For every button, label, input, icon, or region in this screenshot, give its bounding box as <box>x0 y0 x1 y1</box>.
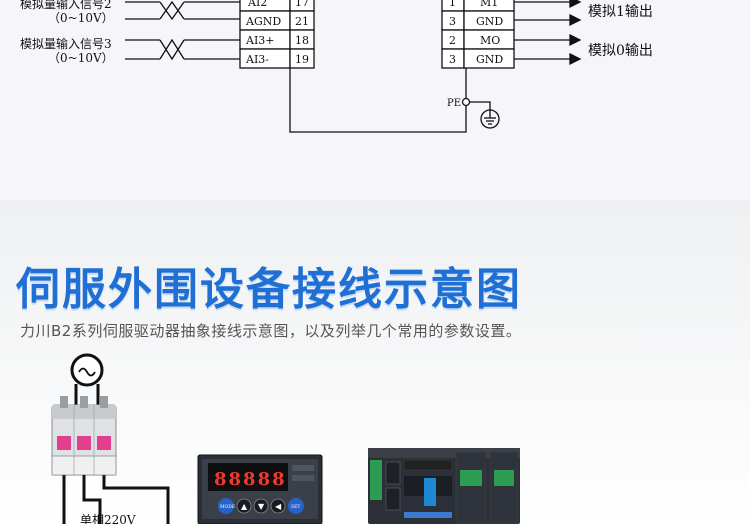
set-button[interactable] <box>288 498 304 514</box>
wiring-diagram: 模拟量输入信号2 （0~10V） 模拟量输入信号3 （0~10V） <box>0 0 750 200</box>
analog-output-0-label: 模拟0输出 <box>588 43 653 59</box>
down-button[interactable] <box>253 498 269 514</box>
breaker-wires <box>62 475 170 524</box>
right-terminal-num: 3 <box>449 53 456 66</box>
pe-terminal <box>461 97 471 107</box>
single-phase-label: 单相220V <box>80 513 136 524</box>
left-terminal-name: AGND <box>245 15 281 28</box>
left-terminal-block <box>239 0 315 69</box>
right-terminal-name: M1 <box>480 0 498 9</box>
circuit-breaker-icon <box>51 396 117 476</box>
right-terminal-name: MO <box>480 34 500 47</box>
ground-icon <box>480 109 500 129</box>
up-button[interactable] <box>236 498 252 514</box>
left-terminal-name: AI3- <box>245 53 269 66</box>
left-button-label: ◀ <box>275 502 282 511</box>
set-button-label: SET <box>291 504 300 510</box>
output-arrows <box>514 0 582 66</box>
up-button-label: ▲ <box>241 502 248 511</box>
mode-button[interactable] <box>218 498 234 514</box>
analog-output-1-label: 模拟1输出 <box>588 4 653 20</box>
down-button-label: ▼ <box>258 502 265 511</box>
left-terminal-name: AI2 <box>247 0 267 9</box>
right-terminal-name: GND <box>476 53 503 66</box>
left-terminal-num: 19 <box>295 53 309 66</box>
input-signal-2-label: 模拟量输入信号2 <box>20 0 112 11</box>
section-subtitle: 力川B2系列伺服驱动器抽象接线示意图，以及列举几个常用的参数设置。 <box>20 322 522 340</box>
left-terminal-name: AI3+ <box>245 34 275 47</box>
plc-unit <box>368 448 520 524</box>
left-button[interactable] <box>270 498 286 514</box>
twisted-pair-2 <box>125 0 240 21</box>
input-signal-2-range: （0~10V） <box>48 11 114 25</box>
right-terminal-num: 1 <box>449 0 456 9</box>
right-terminal-num: 2 <box>449 34 456 47</box>
controller-display: 88888 <box>214 469 287 490</box>
input-signal-3-range: （0~10V） <box>48 51 114 65</box>
pe-label: PE <box>447 98 461 109</box>
input-signal-3-label: 模拟量输入信号3 <box>20 36 112 51</box>
left-terminal-num: 21 <box>295 15 309 28</box>
wiring-diagram-svg: 模拟量输入信号2 （0~10V） 模拟量输入信号3 （0~10V） <box>20 0 653 133</box>
left-terminal-num: 17 <box>295 0 309 9</box>
right-terminal-block <box>441 0 515 69</box>
left-terminal-num: 18 <box>295 34 309 47</box>
shield-ground-wire <box>289 68 491 133</box>
mode-button-label: MODE <box>220 504 235 510</box>
twisted-pair-3 <box>125 38 240 61</box>
controller-buttons <box>218 498 304 514</box>
right-terminal-num: 3 <box>449 15 456 28</box>
right-terminal-name: GND <box>476 15 503 28</box>
section-title: 伺服外围设备接线示意图 <box>16 264 522 315</box>
